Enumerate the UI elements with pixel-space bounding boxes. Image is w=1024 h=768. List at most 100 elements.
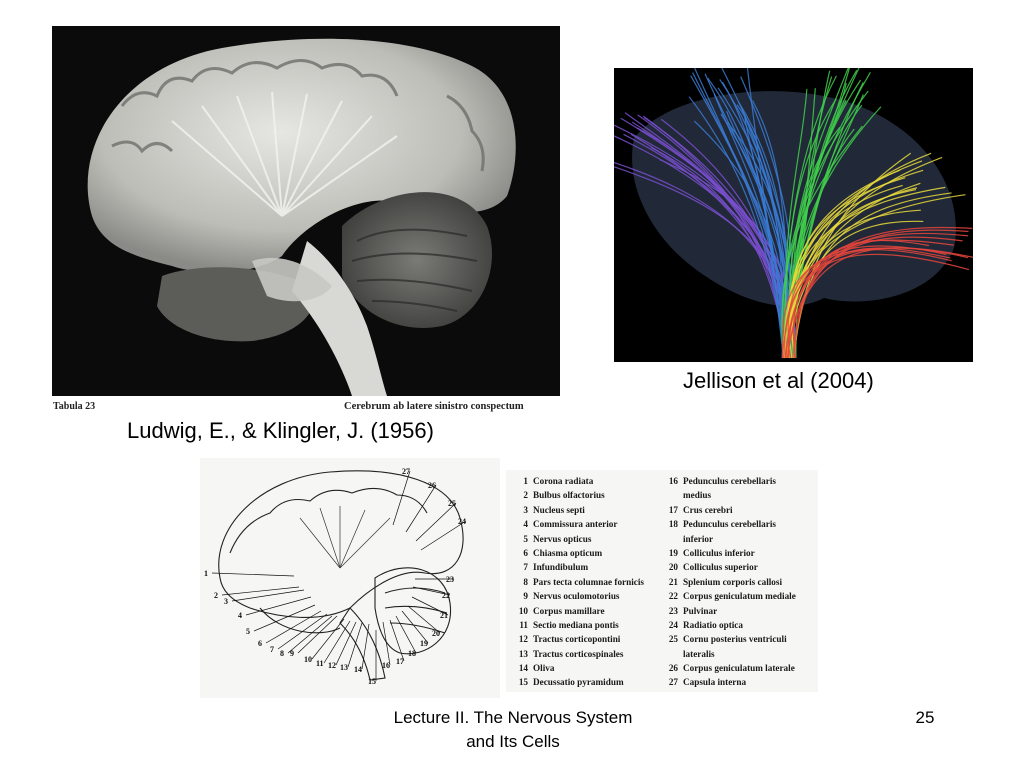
legend-item-number: 27 <box>668 677 678 688</box>
leader-number: 5 <box>246 627 250 636</box>
fiber-tract <box>787 245 947 359</box>
legend-item-label: lateralis <box>683 648 715 659</box>
legend-item-number: 20 <box>668 562 678 573</box>
legend-item-label: Pedunculus cerebellaris <box>683 476 776 486</box>
leader-line <box>311 618 345 660</box>
legend-item-number: 12 <box>518 634 528 645</box>
legend-item-number: 6 <box>523 547 528 558</box>
leader-number: 10 <box>304 655 312 664</box>
legend-item-label: Pulvinar <box>683 605 718 616</box>
leader-number: 12 <box>328 661 336 670</box>
legend-item-label: medius <box>683 490 712 501</box>
leader-line <box>361 623 370 670</box>
legend-item-label: Chiasma opticum <box>533 547 603 558</box>
leader-line <box>412 586 451 596</box>
legend-item-label: Nervus oculomotorius <box>533 591 620 602</box>
legend-item-number: 5 <box>523 533 528 544</box>
footer-title-line-1: Lecture II. The Nervous System <box>393 708 633 727</box>
leader-line <box>407 605 441 634</box>
legend-item-number: 13 <box>518 648 528 659</box>
leader-line <box>411 596 449 616</box>
legend-item-label: Corpus geniculatum mediale <box>683 591 796 602</box>
legend-item: 2 Bulbus olfactorius <box>506 488 644 502</box>
legend-item: 27 Capsula interna <box>656 675 796 689</box>
leader-number: 24 <box>458 517 466 526</box>
leader-number: 27 <box>402 467 410 476</box>
fiber-tract <box>694 68 784 359</box>
leader-line <box>277 613 328 650</box>
leader-line <box>323 620 351 664</box>
fiber-tract <box>792 247 951 359</box>
legend-item-number: 26 <box>668 663 678 674</box>
brain-dissection-photo <box>52 26 560 396</box>
legend-item-number: 9 <box>523 591 528 602</box>
legend-item-label: Bulbus olfactorius <box>533 490 605 501</box>
legend-item-label: Tractus corticopontini <box>533 634 621 645</box>
citation-ludwig: Ludwig, E., & Klingler, J. (1956) <box>127 418 434 443</box>
leader-number: 25 <box>448 499 456 508</box>
legend-item-number: 25 <box>668 634 678 645</box>
legend-item-label: Commissura anterior <box>533 519 618 530</box>
leader-number: 8 <box>280 649 284 658</box>
legend-item: inferior <box>656 532 796 546</box>
legend-item-number: 11 <box>519 619 528 630</box>
citation-jellison: Jellison et al (2004) <box>683 368 874 393</box>
legend-item-label: Pars tecta columnae fornicis <box>533 576 644 587</box>
leader-line <box>347 622 363 668</box>
legend-item-label: Capsula interna <box>683 677 747 688</box>
leader-number: 7 <box>270 645 274 654</box>
legend-item-number: 19 <box>668 547 678 558</box>
legend-item-number: 23 <box>668 605 678 616</box>
legend-item-number: 2 <box>523 490 528 501</box>
leader-number: 13 <box>340 663 348 672</box>
leader-line <box>297 615 338 654</box>
legend-item-number: 24 <box>668 619 678 630</box>
legend-item-label: Crus cerebri <box>683 504 733 515</box>
fiber-tract <box>781 249 952 359</box>
leader-line <box>420 520 467 551</box>
legend-item: 9 Nervus oculomotorius <box>506 589 644 603</box>
leader-number: 17 <box>396 657 404 666</box>
leader-line <box>231 589 305 602</box>
leader-line <box>221 586 300 596</box>
legend-item-label: Colliculus superior <box>683 562 758 573</box>
legend-item-number: 22 <box>668 591 678 602</box>
legend-item: medius <box>656 488 796 502</box>
leader-number: 16 <box>382 661 390 670</box>
legend-item-number: 7 <box>523 562 528 573</box>
legend-item: 6 Chiasma opticum <box>506 546 644 560</box>
legend-item-label: Nervus opticus <box>533 533 592 544</box>
leader-number: 9 <box>290 649 294 658</box>
legend-item-label: Tractus corticospinales <box>533 648 624 659</box>
leader-line <box>253 604 316 632</box>
leader-line <box>389 619 405 662</box>
leader-number: 14 <box>354 665 362 674</box>
brain-dissection-illustration <box>87 38 516 396</box>
legend-item: 12 Tractus corticopontini <box>506 632 644 646</box>
legend-item-label: Colliculus inferior <box>683 547 755 558</box>
leader-line <box>405 484 437 533</box>
leader-line <box>392 470 411 526</box>
leader-line <box>211 572 295 577</box>
legend-item: 13 Tractus corticospinales <box>506 647 644 661</box>
page-number: 25 <box>915 708 935 727</box>
leader-number: 4 <box>238 611 242 620</box>
legend-item-number: 14 <box>518 663 528 674</box>
legend-item: lateralis <box>656 647 796 661</box>
legend-item-label: Sectio mediana pontis <box>533 619 619 630</box>
leader-number: 22 <box>442 591 450 600</box>
fiber-tract <box>793 253 970 359</box>
legend-item: 23 Pulvinar <box>656 604 796 618</box>
leader-line <box>395 615 417 654</box>
